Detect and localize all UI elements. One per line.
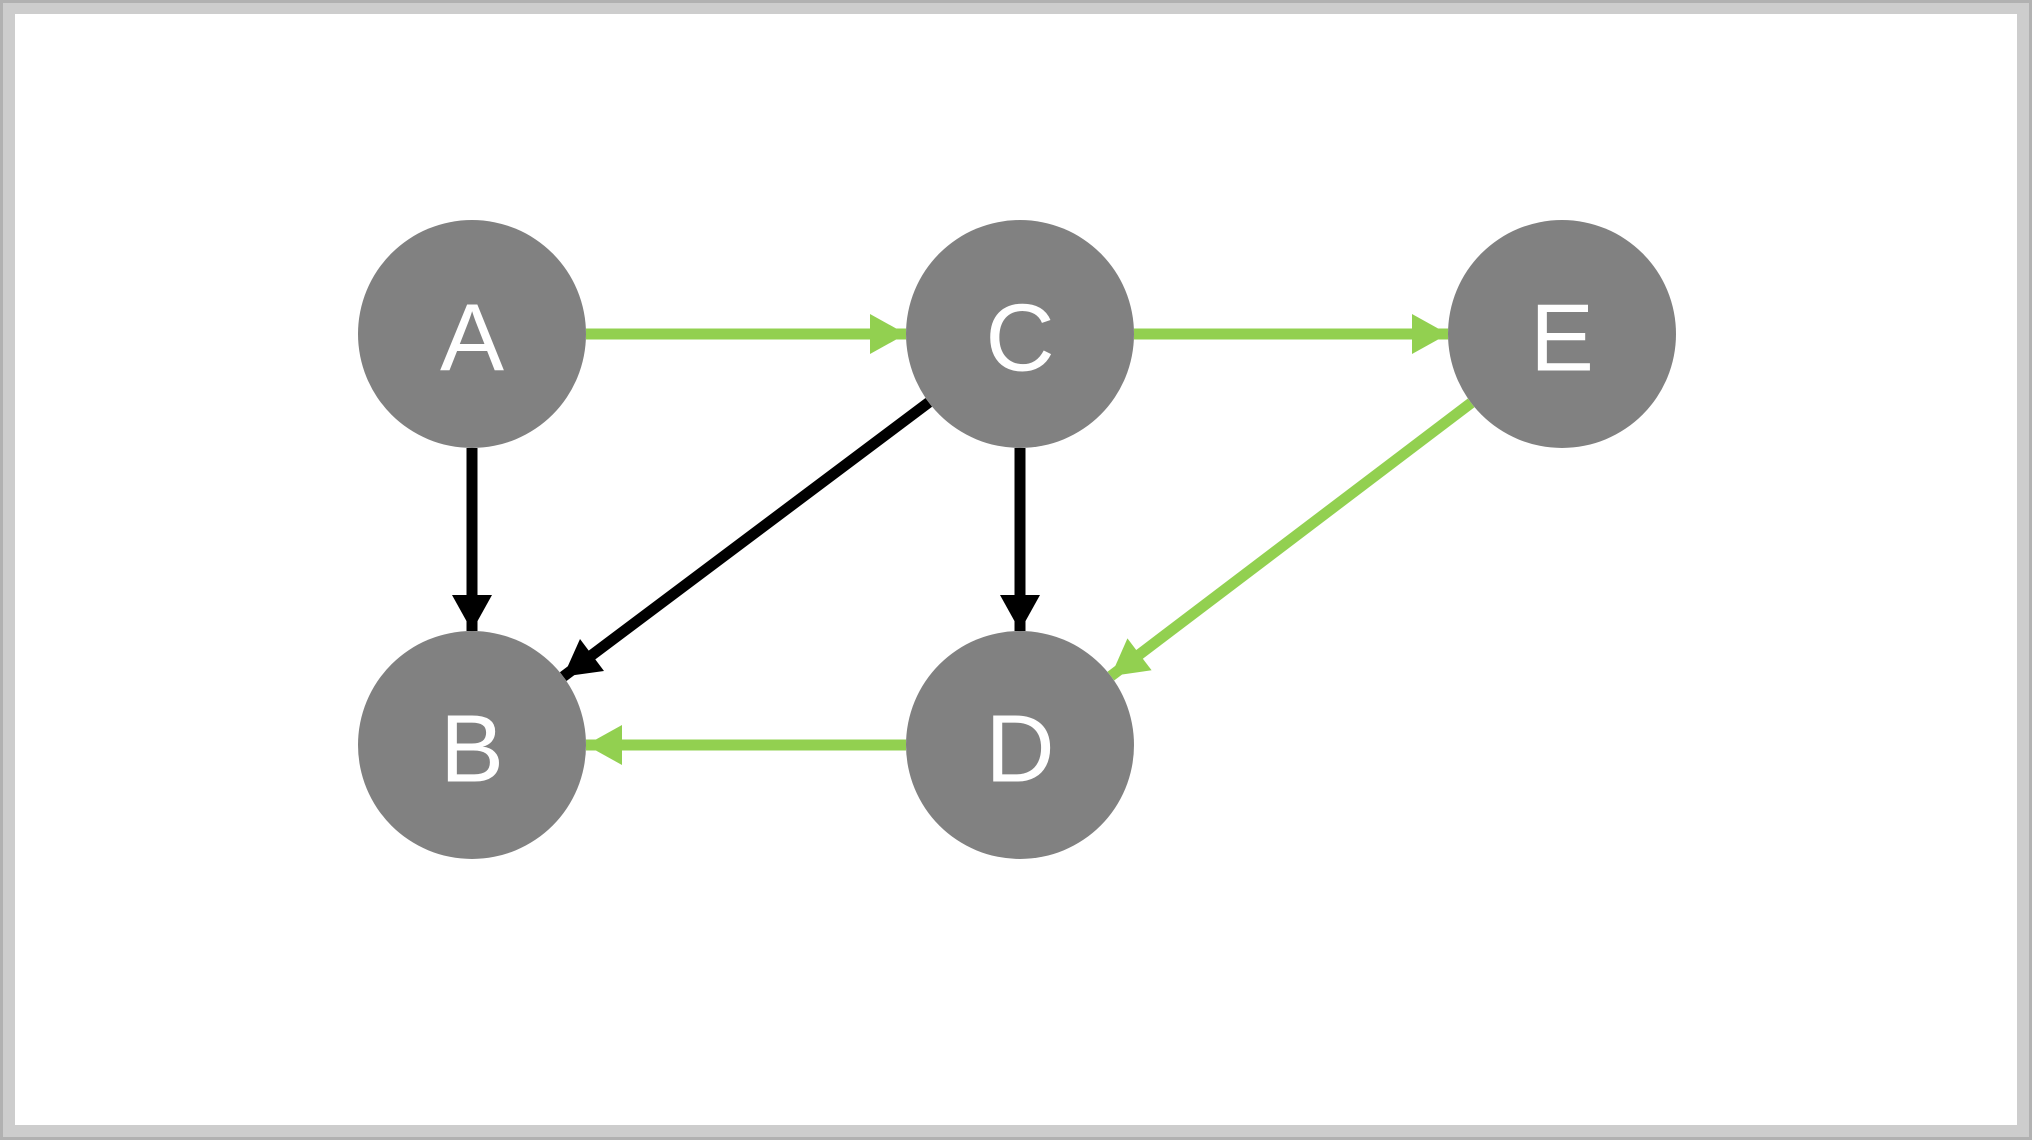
node-circle-A xyxy=(358,220,586,448)
node-circle-B xyxy=(358,631,586,859)
node-label-B: B xyxy=(440,696,504,803)
node-label-D: D xyxy=(985,696,1054,803)
node-E: E xyxy=(1448,220,1676,448)
edge-C-B xyxy=(559,397,933,681)
node-C: C xyxy=(906,220,1134,448)
node-circle-E xyxy=(1448,220,1676,448)
node-circle-C xyxy=(906,220,1134,448)
node-circle-D xyxy=(906,631,1134,859)
node-D: D xyxy=(906,631,1134,859)
node-label-C: C xyxy=(985,285,1054,392)
node-label-E: E xyxy=(1530,285,1594,392)
node-label-A: A xyxy=(440,285,504,392)
edge-layer xyxy=(452,314,1475,765)
node-layer: A C E B D xyxy=(358,220,1676,859)
edge-E-D xyxy=(1107,398,1475,681)
node-A: A xyxy=(358,220,586,448)
node-B: B xyxy=(358,631,586,859)
